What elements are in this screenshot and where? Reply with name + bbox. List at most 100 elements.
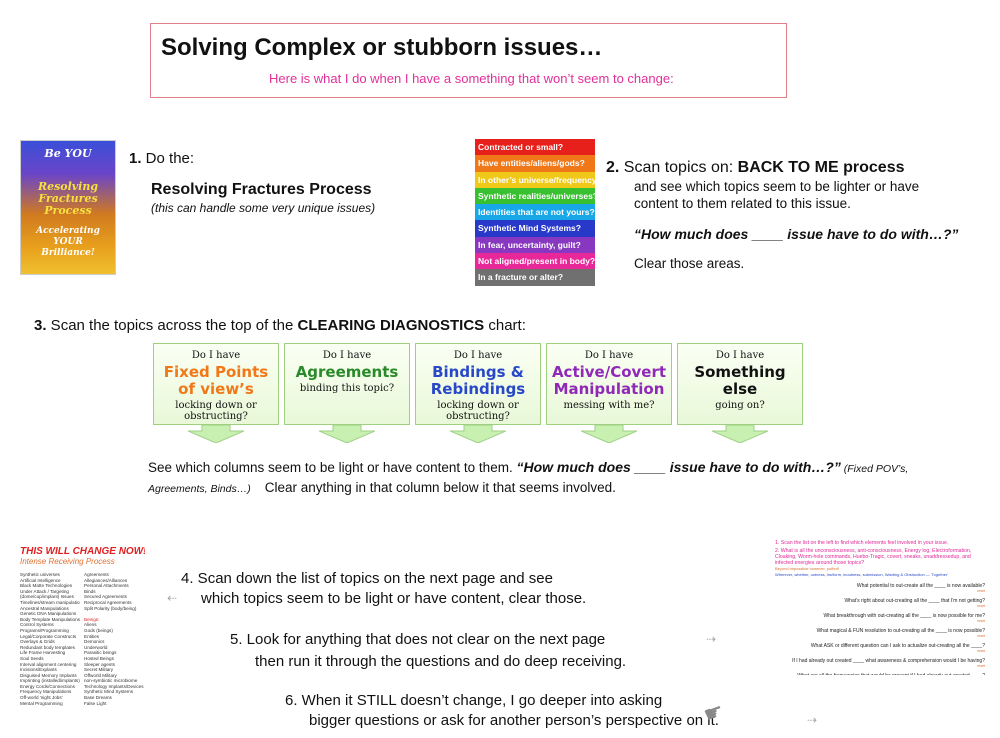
diagnostic-bottom-text: locking down or obstructing? xyxy=(175,400,257,422)
question-subtext: reset xyxy=(977,649,985,653)
diagnostic-top-text: Do I have xyxy=(322,350,372,361)
topic-item: Synthetic Mind Systems? xyxy=(475,220,595,237)
list-item: Imprinting (installed/implants) xyxy=(20,678,80,684)
step3-after-paren: (Fixed POV’s, xyxy=(840,463,909,475)
book-cover-tagline: Accelerating YOUR Brilliance! xyxy=(36,226,100,258)
question-item: What ASK or different question can I ask… xyxy=(810,643,985,649)
thumb-left-heading: THIS WILL CHANGE NOW! xyxy=(20,546,145,557)
step2-question: “How much does ____ issue have to do wit… xyxy=(634,226,959,242)
list-item: Gods (beings) xyxy=(84,627,113,633)
list-item: Beings: xyxy=(84,616,100,622)
step3-number: 3. xyxy=(34,317,47,334)
list-item: Soul Seeds xyxy=(20,655,44,661)
questions-thumbnail: 1. Scan the list on the left to find whi… xyxy=(775,540,985,675)
diagnostic-bottom-text: binding this topic? xyxy=(299,383,395,394)
diagnostic-bottom-text: locking down or obstructing? xyxy=(437,400,519,422)
list-item: Body Template Manipulations xyxy=(20,616,80,622)
list-item: Control Systems xyxy=(20,622,54,628)
topic-item: In other’s universe/frequency? xyxy=(475,171,595,188)
arrow-right-icon-2: ⇢ xyxy=(807,713,818,727)
list-item: Offworld Military xyxy=(84,672,117,678)
list-item: non-symbiotic microbiome xyxy=(84,678,138,684)
list-item: Demonics xyxy=(84,639,105,645)
step1-process-name: Resolving Fractures Process xyxy=(151,181,372,198)
step3-after-paren2: Agreements, Binds…) xyxy=(148,483,251,495)
down-arrow-icon xyxy=(712,425,768,443)
step2-line2: and see which topics seem to be lighter … xyxy=(634,179,920,194)
list-item: Under Attack / Targeting xyxy=(20,588,69,594)
back-to-me-topic-list: Contracted or small?Have entities/aliens… xyxy=(475,139,595,286)
step2-process-name: BACK TO ME process xyxy=(737,159,905,176)
diagnostic-top-text: Do I have xyxy=(453,350,503,361)
down-arrow-icon xyxy=(319,425,375,443)
topic-item: In a fracture or alter? xyxy=(475,269,595,286)
topic-item: In fear, uncertainty, guilt? xyxy=(475,236,595,254)
thumb-left-subheading: Intense Receiving Process xyxy=(20,557,115,566)
list-item: Base Dreams xyxy=(84,695,112,701)
list-item: (dome/cup/implant) Issues xyxy=(20,594,74,600)
step2-clear: Clear those areas. xyxy=(634,256,745,271)
step3-after-text: See which columns seem to be light or ha… xyxy=(148,460,517,475)
step2-text: Scan topics on: xyxy=(619,159,738,176)
diagnostic-top-text: Do I have xyxy=(715,350,765,361)
list-item: Technology Implants/Devices xyxy=(84,683,144,689)
step3-text: Scan the topics across the top of the xyxy=(46,317,298,334)
list-item: Parasitic beings xyxy=(84,650,117,656)
step3-after-clear: Clear anything in that column below it t… xyxy=(264,480,616,495)
step3-line: 3. Scan the topics across the top of the… xyxy=(34,317,526,334)
list-item: Secured Agreements xyxy=(84,594,127,600)
step3-after-question: “How much does ____ issue have to do wit… xyxy=(516,459,841,475)
topic-item: Synthetic realities/universes? xyxy=(475,187,595,205)
list-item: Off-world 'night Jobs' xyxy=(20,695,63,701)
topic-item: Identities that are not yours? xyxy=(475,204,595,221)
list-item: Programs/Programming xyxy=(20,627,69,633)
arrow-left-icon: ⇠ xyxy=(167,591,178,605)
thumb-right-r2: 2. What is all the unconsciousness, anti… xyxy=(775,548,972,566)
book-cover-title: Resolving Fractures Process xyxy=(37,180,99,217)
step4-line1: 4. Scan down the list of topics on the n… xyxy=(181,570,553,587)
step3-after-line2: Agreements, Binds…) Clear anything in tha… xyxy=(148,479,616,497)
topic-item: Not aligned/present in body? xyxy=(475,253,595,270)
list-item: Agreements xyxy=(84,572,109,577)
page-title: Solving Complex or stubborn issues… xyxy=(161,34,603,61)
list-item: False Light xyxy=(84,700,107,706)
question-item: What’s right about out-creating all the … xyxy=(844,598,985,604)
list-item: Binds xyxy=(84,588,96,594)
list-item: Genetic DNA Manipulations xyxy=(20,611,77,617)
book-cover-image: Be YOU Resolving Fractures Process Accel… xyxy=(20,140,116,275)
step5-number: 5. xyxy=(230,631,243,648)
step3-text2: chart: xyxy=(484,317,526,334)
page-subtitle: Here is what I do when I have a somethin… xyxy=(269,71,674,86)
down-arrow-icon xyxy=(450,425,506,443)
list-item: Disguised Memory Implants xyxy=(20,672,77,678)
list-item: Life Frame Harvesting xyxy=(20,650,66,656)
topic-item: Contracted or small? xyxy=(475,139,595,156)
list-item: Mental Programming xyxy=(20,700,63,706)
list-item: Entities xyxy=(84,633,100,639)
list-item: Secret Military xyxy=(84,667,114,673)
step4-text1: Scan down the list of topics on the next… xyxy=(193,570,553,587)
step5-line2: then run it through the questions and do… xyxy=(255,653,627,670)
list-item: Timelines/stream manipulations xyxy=(20,599,80,605)
question-item: What are all the frequencies that would … xyxy=(775,673,985,675)
step1-text: Do the: xyxy=(141,150,195,167)
arrow-right-icon: ⇢ xyxy=(706,632,717,646)
diagnostic-bottom-text: messing with me? xyxy=(563,400,655,411)
step3-after-line1: See which columns seem to be light or ha… xyxy=(148,459,908,475)
list-item: Underworld xyxy=(84,644,108,650)
topic-item: Have entities/aliens/gods? xyxy=(475,155,595,172)
question-subtext: reset xyxy=(977,589,985,593)
list-item: Synthetic universes xyxy=(20,572,60,577)
step1-note: (this can handle some very unique issues… xyxy=(151,201,376,215)
list-item: Incisions/Explants xyxy=(20,667,57,673)
thumb-right-r2b: Beyond impossible however, puffed! xyxy=(775,566,839,571)
list-item: Hosted Beings xyxy=(84,655,114,661)
step5-text1: Look for anything that does not clear on… xyxy=(242,631,606,648)
question-item: If I had already out created ____ what a… xyxy=(792,658,985,664)
